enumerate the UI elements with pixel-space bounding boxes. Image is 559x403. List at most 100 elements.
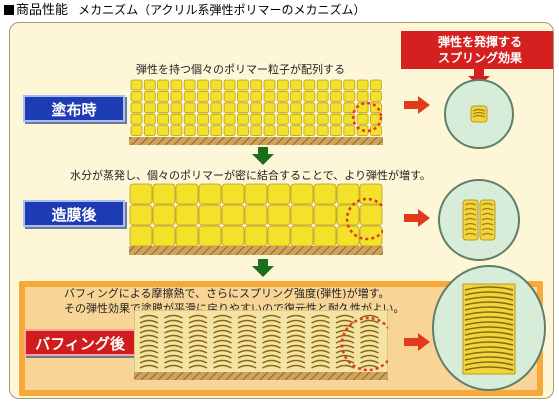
polymer-particle — [343, 102, 356, 114]
polymer-particle — [143, 102, 156, 114]
polymer-particle — [356, 79, 369, 91]
polymer-block — [313, 225, 337, 247]
callout-line2: スプリング効果 — [437, 51, 522, 65]
polymer-particle — [369, 90, 382, 102]
stage2-caption: 水分が蒸発し、個々のポリマーが密に結合することで、より弾性が増す。 — [70, 169, 431, 182]
polymer-particle — [157, 102, 170, 114]
down-arrow-icon — [252, 147, 274, 165]
polymer-block — [244, 225, 268, 247]
polymer-particle — [237, 79, 249, 91]
substrate-layer — [129, 246, 383, 255]
polymer-block — [313, 183, 337, 205]
polymer-block — [290, 225, 314, 247]
stage2-zoom-view — [438, 179, 520, 261]
polymer-particle — [237, 113, 249, 125]
down-arrow-icon — [252, 259, 274, 277]
polymer-particle — [290, 102, 303, 114]
polymer-particle — [316, 125, 329, 136]
polymer-particle — [276, 113, 289, 125]
polymer-block — [221, 204, 245, 226]
spring-effect-callout: 弾性を発揮する スプリング効果 — [401, 31, 553, 69]
polymer-block — [313, 204, 337, 226]
polymer-particle — [237, 102, 249, 114]
spring-coil — [335, 314, 355, 369]
polymer-particle — [197, 79, 209, 91]
polymer-particle — [223, 125, 236, 136]
polymer-particle — [343, 90, 356, 102]
spring-coil — [139, 314, 159, 369]
callout-line1: 弾性を発揮する — [437, 35, 522, 49]
polymer-block — [359, 204, 383, 226]
polymer-particle — [369, 79, 382, 91]
polymer-particle — [130, 125, 143, 136]
spring-coil — [262, 314, 281, 369]
polymer-block — [175, 204, 199, 226]
polymer-particle — [316, 90, 329, 102]
polymer-particle — [303, 90, 316, 102]
stage3-focus-circle — [340, 316, 388, 372]
polymer-particle — [223, 79, 236, 91]
header-title: 商品性能 — [16, 3, 69, 18]
polymer-particle — [130, 79, 143, 91]
polymer-particle — [330, 79, 342, 91]
polymer-particle — [130, 90, 143, 102]
polymer-particle — [210, 90, 223, 102]
mechanism-panel: 弾性を持つ個々のポリマー粒子が配列する 水分が蒸発し、個々のポリマーが密に結合す… — [9, 22, 554, 399]
polymer-particle — [290, 79, 303, 91]
spring-coil — [164, 314, 183, 369]
polymer-particle — [130, 113, 143, 125]
right-arrow-icon — [404, 209, 430, 227]
polymer-block — [152, 204, 176, 226]
polymer-particle — [237, 125, 249, 136]
polymer-block — [359, 183, 383, 205]
polymer-particle — [330, 90, 342, 102]
polymer-particle — [250, 125, 263, 136]
polymer-particle — [170, 79, 183, 91]
polymer-block — [175, 183, 199, 205]
polymer-particle — [369, 102, 382, 114]
polymer-block — [129, 204, 153, 226]
polymer-particle — [183, 125, 196, 136]
polymer-particle — [210, 79, 223, 91]
stage1-particle-layer — [129, 79, 383, 145]
polymer-particle — [303, 113, 316, 125]
spring-coil — [237, 314, 257, 369]
callout-arrow-icon — [468, 68, 490, 86]
polymer-block — [152, 225, 176, 247]
polymer-particle — [183, 113, 196, 125]
polymer-particle — [290, 113, 303, 125]
polymer-block — [244, 183, 268, 205]
stage2-label: 造膜後 — [23, 200, 125, 227]
polymer-block — [267, 204, 291, 226]
polymer-particle — [330, 102, 342, 114]
polymer-particle — [316, 79, 329, 91]
polymer-particle — [250, 113, 263, 125]
polymer-particle — [237, 90, 249, 102]
polymer-particle — [250, 90, 263, 102]
polymer-particle — [263, 102, 276, 114]
stage2-focus-circle — [345, 197, 383, 241]
right-arrow-icon — [404, 96, 430, 114]
polymer-particle — [250, 102, 263, 114]
polymer-particle — [210, 102, 223, 114]
polymer-particle — [183, 102, 196, 114]
polymer-block — [267, 183, 291, 205]
polymer-particle — [197, 102, 209, 114]
polymer-particle — [356, 113, 369, 125]
polymer-particle — [197, 113, 209, 125]
right-arrow-icon — [404, 333, 430, 351]
stage1-label: 塗布時 — [23, 95, 125, 122]
substrate-layer — [134, 372, 388, 380]
stage2-film-layer — [129, 183, 383, 255]
polymer-block — [129, 183, 153, 205]
polymer-block — [198, 183, 222, 205]
polymer-particle — [210, 113, 223, 125]
polymer-particle — [143, 90, 156, 102]
polymer-particle — [263, 125, 276, 136]
spring-coil — [360, 314, 379, 369]
polymer-particle — [157, 113, 170, 125]
polymer-particle — [290, 125, 303, 136]
stage3-spring-layer — [134, 310, 388, 380]
polymer-particle — [210, 125, 223, 136]
polymer-particle — [143, 113, 156, 125]
